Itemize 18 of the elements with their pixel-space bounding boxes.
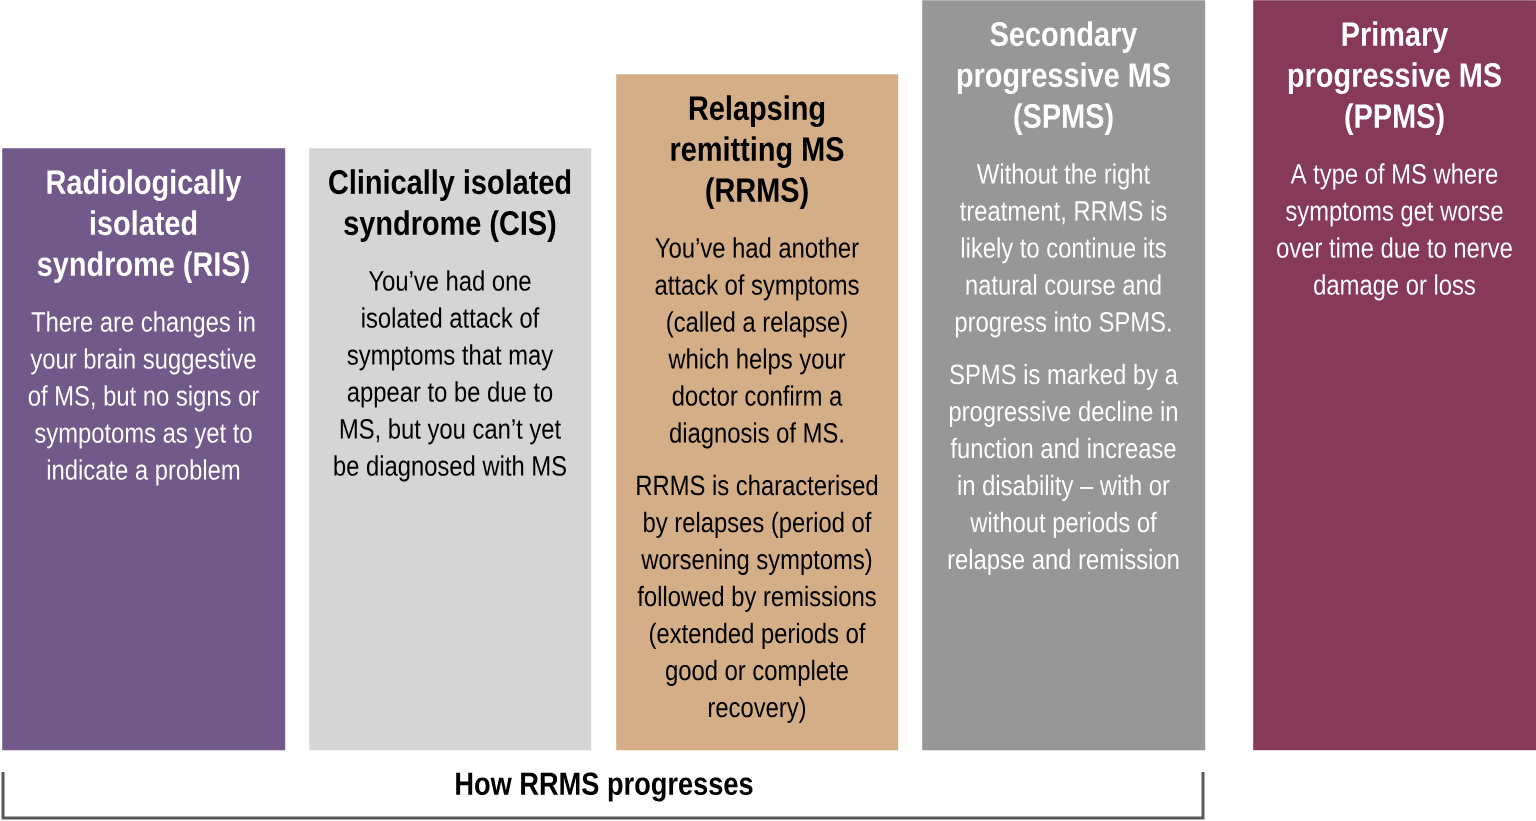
panel-heading: Relapsing remitting MS (RRMS) (671, 95, 844, 209)
stage-panel (616, 74, 899, 751)
panel-heading: Clinically isolated syndrome (CIS) (329, 169, 571, 242)
panel-heading: Secondary progressive MS (SPMS) (957, 21, 1170, 135)
stage-panel (1253, 0, 1536, 751)
panel-text: RRMS is characterised by relapses (period of worsening symptoms) followed by remissions (extended periods of good or complete recovery) (637, 474, 878, 723)
bracket-label: How RRMS progresses (456, 772, 753, 802)
panel-text: You’ve had one isolated attack of symptoms that may appear to be due to MS, but you can’t yet be diagnosed with MS (334, 270, 566, 482)
panel-heading: Radiologically isolated syndrome (RIS) (37, 169, 249, 283)
stage-panel (309, 148, 592, 751)
stage-panel (922, 0, 1206, 751)
panel-text: You’ve had another attack of symptoms (called a relapse) which helps your doctor confirm a diagnosis of MS. (655, 237, 859, 449)
panel-text: SPMS is marked by a progressive decline in function and increase in disability – with or without periods of relapse and remission (948, 363, 1179, 575)
stage-panel (2, 148, 286, 751)
panel-text: A type of MS where symptoms get worse over time due to nerve damage or loss (1277, 163, 1512, 301)
panel-text: Without the right treatment, RRMS is likely to continue its natural course and progress into SPMS. (955, 163, 1171, 338)
panel-heading: Primary progressive MS (PPMS) (1288, 21, 1501, 135)
panel-text: There are changes in your brain suggestive of MS, but no signs or sympotoms as yet to indicate a problem (28, 311, 259, 486)
